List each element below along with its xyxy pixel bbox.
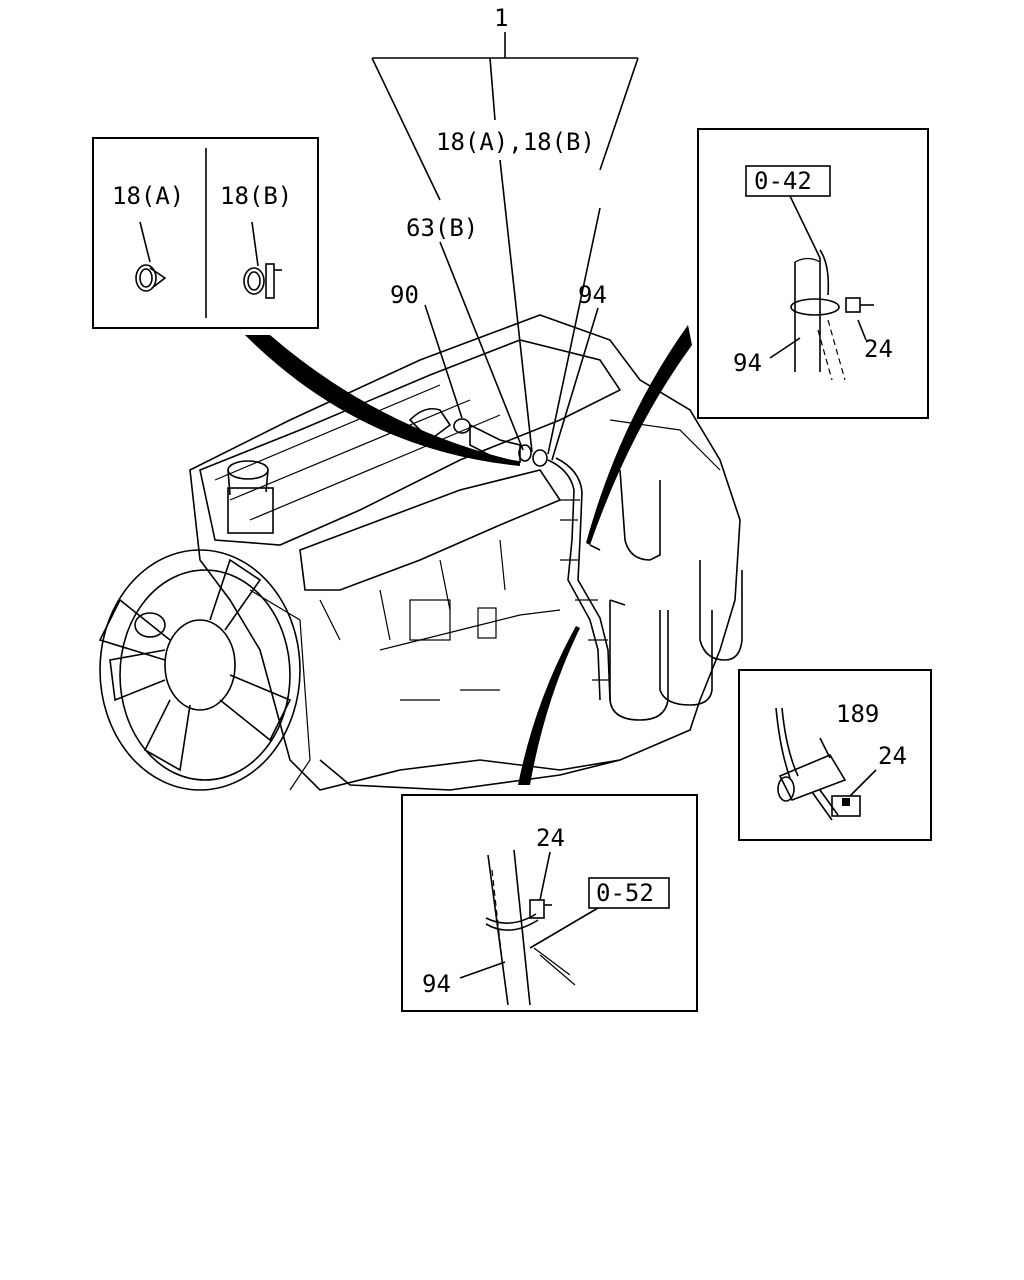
pointer-clip-detail xyxy=(245,335,520,466)
detail-clips-box xyxy=(92,137,319,329)
callout-hose-63b: 63(B) xyxy=(406,214,478,242)
engine-illustration xyxy=(98,314,743,791)
detail-bottom-box xyxy=(401,794,698,1012)
ref-box-052 xyxy=(588,877,670,909)
ref-box-042-label: 0-42 xyxy=(754,167,812,195)
ref-box-052-label: 0-52 xyxy=(596,879,654,907)
ref-box-042 xyxy=(745,165,831,197)
detail-clip-b-label: 18(B) xyxy=(220,182,292,210)
detail-upper-right-box xyxy=(697,128,929,419)
detail-right-sleeve-label: 189 xyxy=(836,700,879,728)
pointer-upper-right-detail xyxy=(586,325,692,545)
detail-clip-a-label: 18(A) xyxy=(112,182,184,210)
callout-fan xyxy=(371,32,639,461)
callout-elbow-90: 90 xyxy=(390,281,419,309)
detail-right-clip-label: 24 xyxy=(878,742,907,770)
detail-bottom-harness-label: 94 xyxy=(422,970,451,998)
detail-ur-clip-label: 24 xyxy=(864,335,893,363)
detail-right-box xyxy=(738,669,932,841)
callout-clip-a-b: 18(A),18(B) xyxy=(436,128,595,156)
pointer-bottom-detail xyxy=(518,626,580,785)
detail-bottom-clip-label: 24 xyxy=(536,824,565,852)
callout-harness-94: 94 xyxy=(578,281,607,309)
callout-main-assembly: 1 xyxy=(494,4,508,32)
detail-ur-harness-label: 94 xyxy=(733,349,762,377)
